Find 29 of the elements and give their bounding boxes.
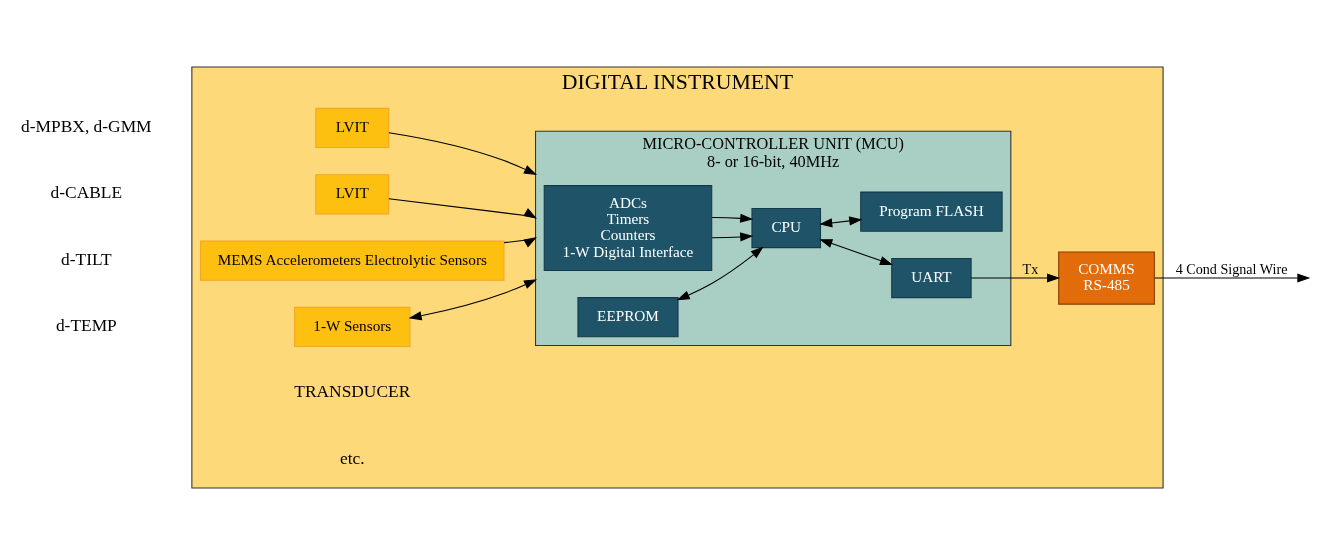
arrow — [819, 239, 893, 265]
label: d-TEMP — [55, 315, 117, 336]
arrow — [388, 198, 537, 219]
label: d-TILT — [61, 248, 112, 269]
arrow — [970, 273, 1061, 283]
arrow — [408, 279, 538, 321]
arrow — [503, 237, 537, 248]
node-box: COMMS RS-485 — [1058, 251, 1155, 305]
arrow — [676, 246, 764, 301]
node-box: UART — [891, 257, 972, 299]
node-box: MEMS Accelerometers Electrolytic Sensors — [200, 240, 505, 281]
arrow — [711, 213, 754, 223]
arrow — [819, 216, 863, 228]
arrow — [388, 132, 538, 175]
node-box: EEPROM — [577, 297, 679, 338]
label: TRANSDUCER — [294, 381, 411, 402]
node-box: ADCs Timers Counters 1-W Digital Interface — [543, 185, 713, 271]
label: d-MPBX, d-GMM — [21, 116, 152, 137]
edge-label: Tx — [1022, 261, 1039, 278]
edge-label: 4 Cond Signal Wire — [1175, 261, 1288, 278]
node-box: CPU — [751, 207, 822, 249]
node-box: Program FLASH — [860, 191, 1003, 232]
arrow — [1154, 273, 1311, 283]
node-box: LVIT — [315, 174, 390, 215]
node-box: LVIT — [315, 107, 390, 149]
node-box: 1-W Sensors — [294, 306, 411, 348]
arrow — [711, 232, 754, 242]
label: d-CABLE — [50, 182, 123, 203]
label: etc. — [339, 447, 365, 468]
